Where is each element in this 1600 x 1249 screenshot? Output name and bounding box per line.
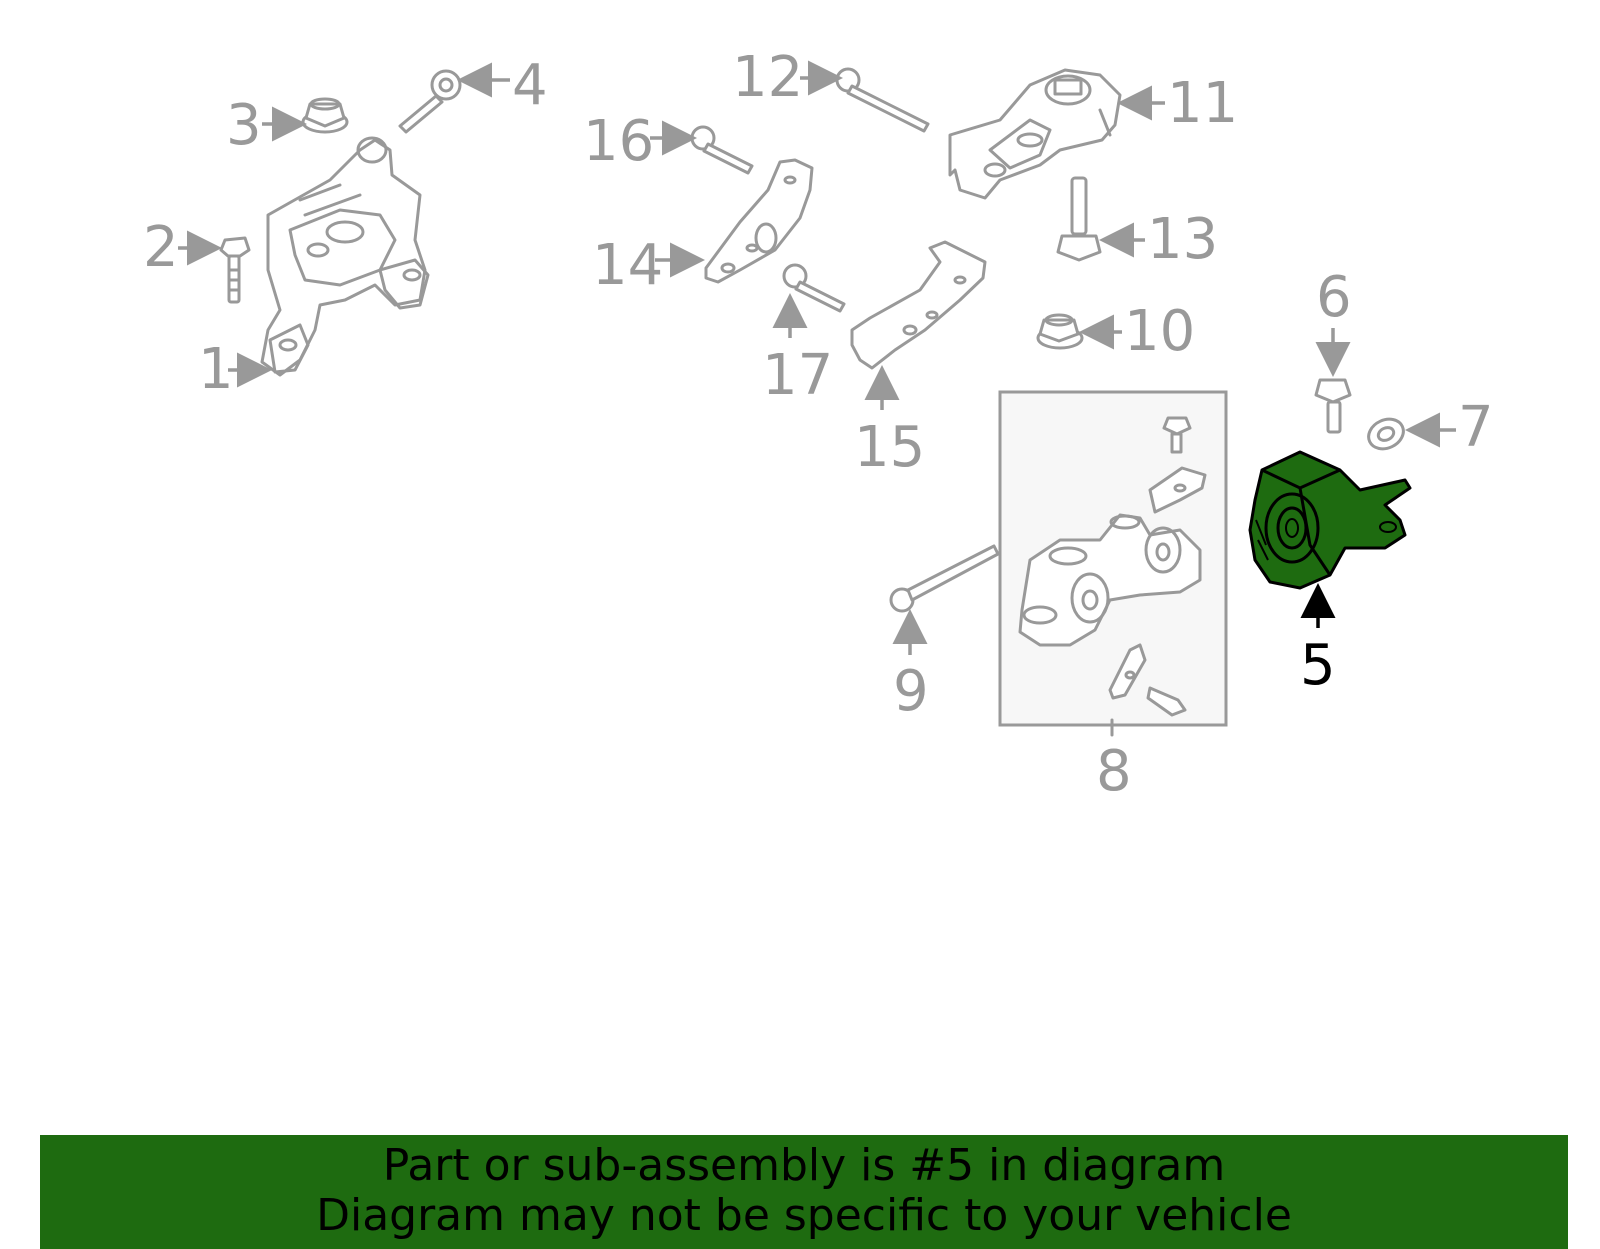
part-12-bolt[interactable]	[835, 67, 930, 133]
parts-diagram: 1 2 3 4 5 6 7 8 9 10 11 12 13 14 15 16 1…	[143, 45, 1494, 804]
part-10-nut[interactable]	[1036, 313, 1084, 350]
callout-8[interactable]: 8	[1096, 739, 1132, 804]
callout-9[interactable]: 9	[893, 659, 929, 724]
callout-2[interactable]: 2	[143, 215, 179, 280]
part-11-upper-mount[interactable]	[948, 68, 1122, 200]
callout-3[interactable]: 3	[226, 93, 262, 158]
part-6-bolt[interactable]	[1314, 378, 1352, 434]
part-8-assembly-box[interactable]	[998, 390, 1228, 737]
leader-lines	[178, 60, 1456, 655]
callout-11[interactable]: 11	[1167, 71, 1238, 136]
banner-line-2: Diagram may not be specific to your vehi…	[316, 1190, 1292, 1241]
part-17-bolt[interactable]	[782, 263, 846, 313]
part-7-nut[interactable]	[1364, 414, 1408, 455]
part-3-nut[interactable]	[301, 97, 349, 134]
callout-1[interactable]: 1	[198, 337, 234, 402]
banner-line-1: Part or sub-assembly is #5 in diagram	[382, 1140, 1226, 1191]
callout-5[interactable]: 5	[1300, 633, 1336, 698]
part-2-bolt[interactable]	[219, 236, 251, 304]
callout-12[interactable]: 12	[732, 45, 803, 110]
callout-14[interactable]: 14	[592, 233, 663, 298]
part-14-bracket[interactable]	[704, 158, 814, 284]
part-9-long-bolt[interactable]	[889, 544, 1000, 613]
part-15-bracket[interactable]	[850, 240, 987, 370]
callout-4[interactable]: 4	[512, 53, 548, 118]
callout-6[interactable]: 6	[1316, 265, 1352, 330]
info-banner: Part or sub-assembly is #5 in diagram Di…	[40, 1135, 1568, 1249]
callout-10[interactable]: 10	[1124, 299, 1195, 364]
part-5-mount-highlighted[interactable]	[1248, 450, 1412, 590]
callout-7[interactable]: 7	[1458, 395, 1494, 460]
callout-17[interactable]: 17	[762, 343, 833, 408]
part-4-bolt[interactable]	[398, 69, 462, 134]
callout-15[interactable]: 15	[854, 415, 925, 480]
part-1-engine-mount[interactable]	[260, 136, 430, 377]
callout-13[interactable]: 13	[1147, 207, 1218, 272]
part-13-bolt[interactable]	[1056, 176, 1102, 262]
part-16-bolt[interactable]	[690, 125, 754, 175]
callout-16[interactable]: 16	[583, 109, 654, 174]
